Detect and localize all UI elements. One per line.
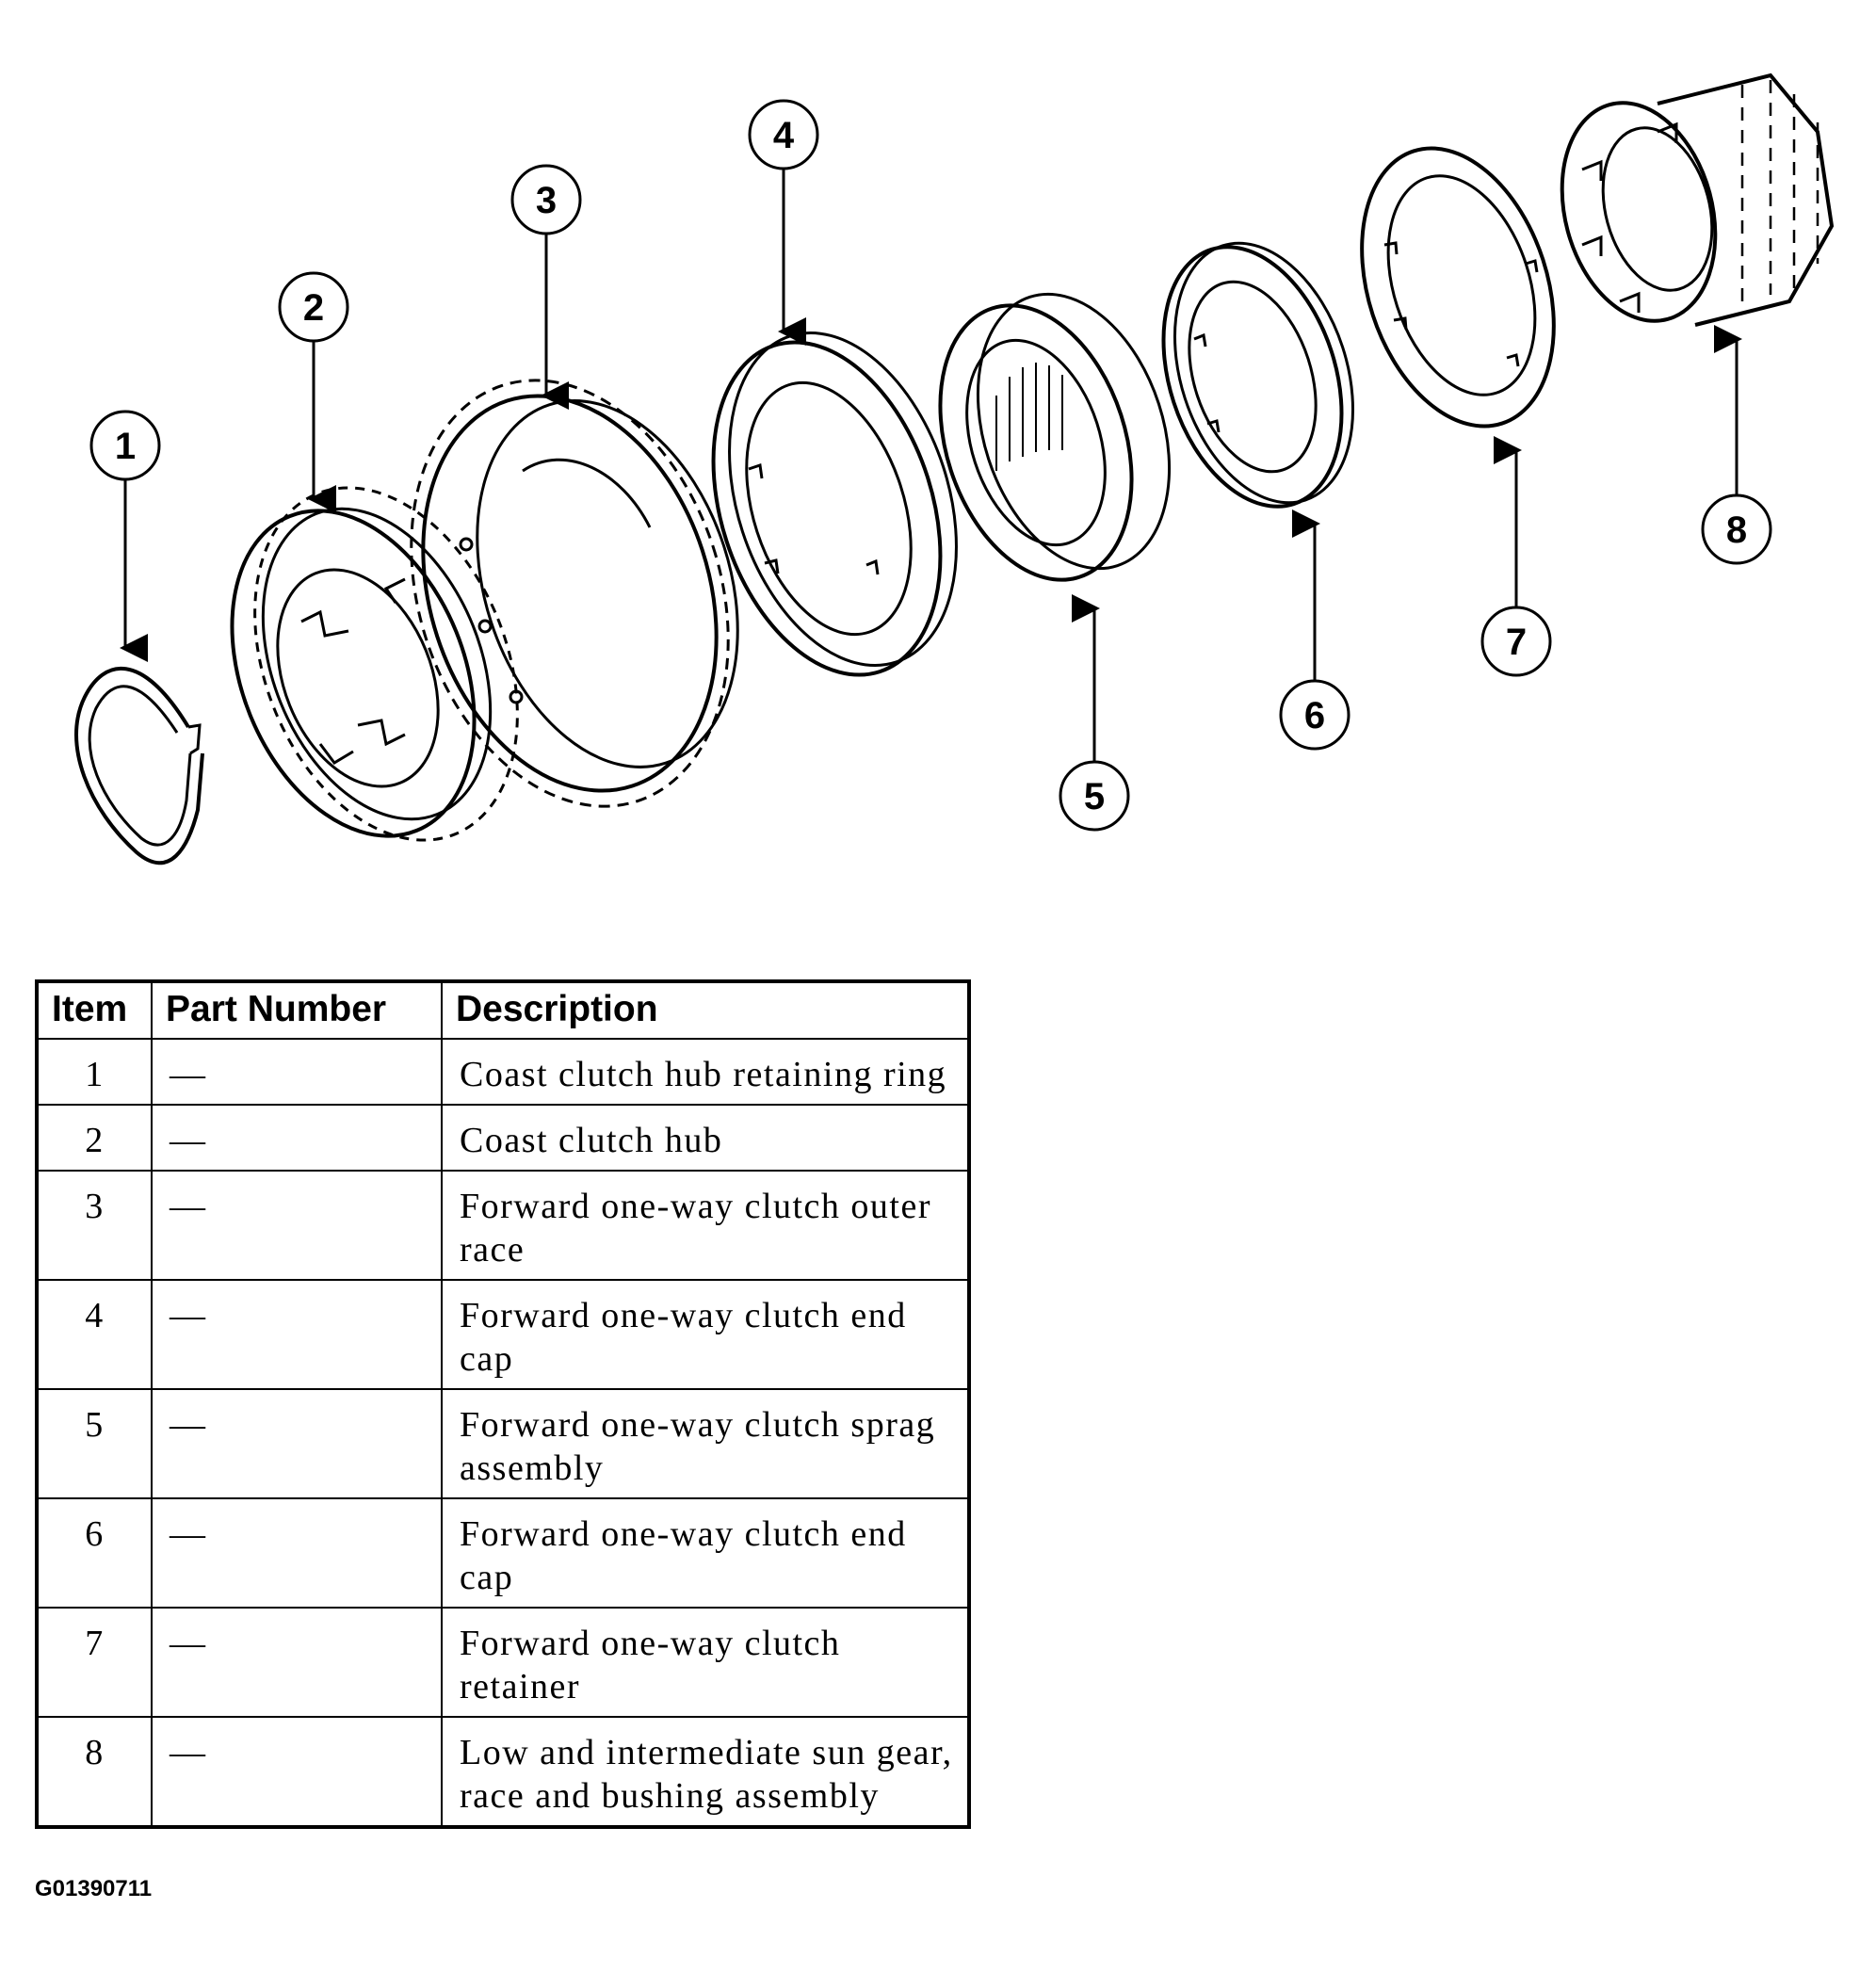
table-row: 1 — Coast clutch hub retaining ring (36, 1038, 970, 1106)
table-row: 4 — Forward one-way clutch end cap (36, 1279, 970, 1390)
row-part-number: — (151, 1279, 443, 1390)
svg-text:4: 4 (773, 115, 795, 156)
svg-text:7: 7 (1506, 622, 1527, 663)
row-description: Low and intermediate sun gear, race and … (441, 1716, 970, 1828)
row-description: Forward one-way clutch retainer (441, 1607, 970, 1718)
parts-table: Item Part Number Description 1 — Coast c… (35, 979, 971, 1829)
table-row: 7 — Forward one-way clutch retainer (36, 1607, 970, 1718)
header-item: Item (36, 980, 153, 1040)
row-description: Forward one-way clutch sprag assembly (441, 1388, 970, 1499)
row-item: 2 (36, 1104, 153, 1172)
callout-2: 2 (278, 271, 349, 343)
svg-text:2: 2 (303, 287, 324, 329)
row-description: Coast clutch hub (441, 1104, 970, 1172)
part-2-coast-clutch-hub (230, 486, 519, 842)
row-item: 5 (36, 1388, 153, 1499)
row-item: 7 (36, 1607, 153, 1718)
table-row: 6 — Forward one-way clutch end cap (36, 1497, 970, 1609)
table-header-row: Item Part Number Description (36, 980, 970, 1040)
row-item: 6 (36, 1497, 153, 1609)
callout-5: 5 (1059, 760, 1130, 832)
row-part-number: — (151, 1497, 443, 1609)
exploded-parts-diagram: 1 2 3 4 5 6 7 8 (74, 73, 1835, 865)
part-7-retainer (1360, 146, 1556, 429)
callout-1: 1 (89, 410, 161, 481)
header-description: Description (441, 980, 970, 1040)
row-description: Coast clutch hub retaining ring (441, 1038, 970, 1106)
callout-6: 6 (1279, 679, 1350, 751)
table-row: 5 — Forward one-way clutch sprag assembl… (36, 1388, 970, 1499)
svg-text:1: 1 (115, 426, 136, 467)
part-5-sprag-assembly (938, 292, 1172, 582)
callout-3: 3 (510, 164, 582, 235)
row-item: 3 (36, 1170, 153, 1281)
row-item: 1 (36, 1038, 153, 1106)
row-part-number: — (151, 1716, 443, 1828)
row-part-number: — (151, 1170, 443, 1281)
row-item: 8 (36, 1716, 153, 1828)
svg-text:8: 8 (1726, 509, 1747, 551)
svg-text:5: 5 (1084, 776, 1105, 817)
row-item: 4 (36, 1279, 153, 1390)
callout-4: 4 (748, 99, 819, 170)
row-part-number: — (151, 1607, 443, 1718)
row-description: Forward one-way clutch outer race (441, 1170, 970, 1281)
row-part-number: — (151, 1104, 443, 1172)
row-part-number: — (151, 1388, 443, 1499)
svg-text:6: 6 (1304, 695, 1325, 736)
table-row: 8 — Low and intermediate sun gear, race … (36, 1716, 970, 1828)
row-description: Forward one-way clutch end cap (441, 1497, 970, 1609)
leader-lines (120, 168, 1742, 765)
part-1-retaining-ring (74, 666, 204, 865)
table-row: 2 — Coast clutch hub (36, 1104, 970, 1172)
part-8-sun-gear-assembly (1560, 73, 1835, 327)
callout-8: 8 (1701, 493, 1772, 565)
figure-code: G01390711 (35, 1876, 153, 1901)
svg-text:3: 3 (536, 180, 557, 221)
part-6-end-cap (1161, 241, 1354, 509)
table-row: 3 — Forward one-way clutch outer race (36, 1170, 970, 1281)
row-description: Forward one-way clutch end cap (441, 1279, 970, 1390)
row-part-number: — (151, 1038, 443, 1106)
header-part-number: Part Number (151, 980, 443, 1040)
callout-7: 7 (1480, 606, 1552, 677)
